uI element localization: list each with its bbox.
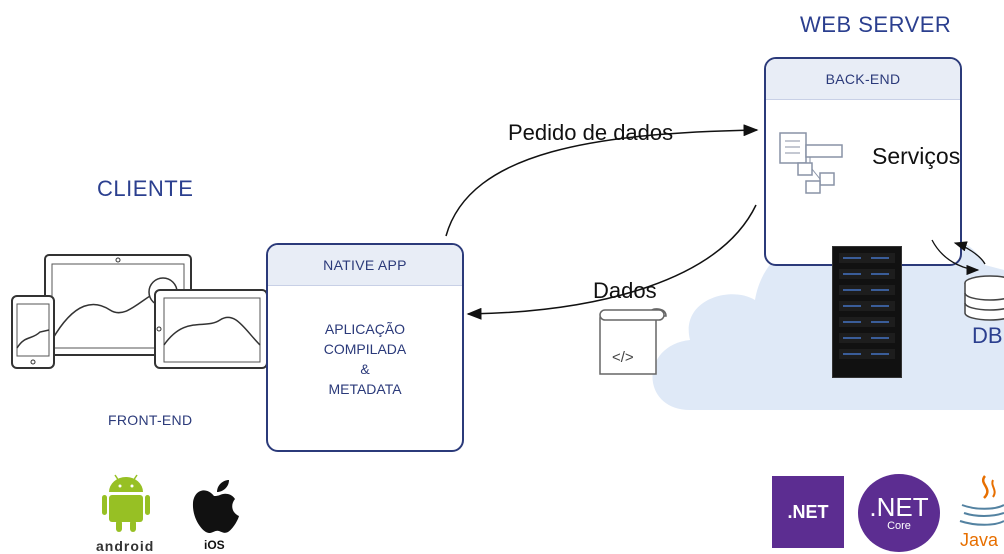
android-label: android — [96, 538, 155, 554]
java-label: Java — [960, 530, 999, 550]
server-rack-slots — [839, 253, 895, 359]
ios-label: iOS — [204, 538, 225, 552]
native-app-content: APLICAÇÃO COMPILADA & METADATA — [268, 319, 462, 399]
services-icon — [779, 132, 843, 194]
db-label: DB — [972, 323, 1003, 348]
dotnet-label: .NET — [787, 501, 829, 522]
back-end-box: BACK-END Serviços — [764, 57, 962, 266]
dotnet-core-bottom: Core — [887, 520, 911, 532]
front-end-label: FRONT-END — [108, 412, 193, 428]
dotnet-icon: .NET — [772, 476, 844, 548]
native-app-header: NATIVE APP — [268, 245, 462, 286]
back-end-header: BACK-END — [766, 59, 960, 100]
dados-label: Dados — [593, 278, 657, 303]
pedido-label: Pedido de dados — [508, 120, 674, 145]
svg-text:</>: </> — [612, 349, 634, 366]
web-server-title: WEB SERVER — [800, 12, 952, 37]
dados-arrow — [466, 204, 757, 320]
dotnet-core-icon: .NET Core — [858, 474, 940, 552]
native-app-line: & — [360, 361, 370, 377]
native-app-box: NATIVE APP APLICAÇÃO COMPILADA & METADAT… — [266, 243, 464, 452]
dotnet-core-top: .NET — [869, 492, 929, 522]
db-in-arrow — [931, 239, 980, 276]
servicos-label: Serviços — [872, 143, 961, 169]
native-app-line: METADATA — [328, 381, 402, 397]
pedido-arrow — [445, 124, 759, 237]
native-app-line: APLICAÇÃO — [324, 321, 406, 337]
db-out-arrow — [953, 241, 986, 265]
server-rack-icon — [832, 246, 902, 378]
native-app-line: COMPILADA — [323, 341, 407, 357]
cliente-title: CLIENTE — [97, 176, 194, 201]
